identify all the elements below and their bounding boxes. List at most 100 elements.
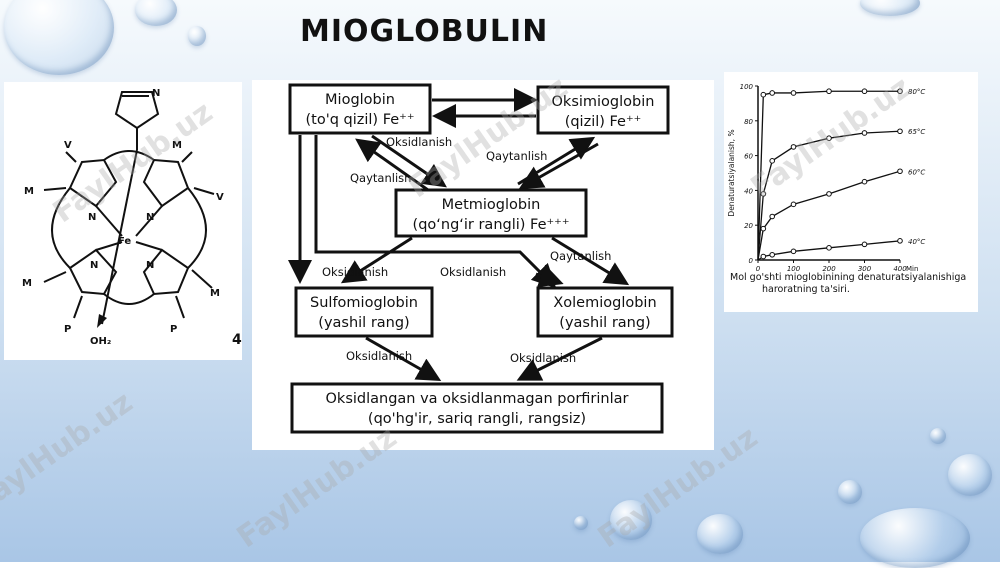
data-point xyxy=(897,238,903,244)
x-axis-label: Min xyxy=(906,265,918,272)
y-tick-label: 60 xyxy=(744,153,753,161)
porfirinlar-sublabel: (qo'hg'ir, sariq rangli, rangsiz) xyxy=(368,411,586,427)
iron-atom-label: Fe xyxy=(118,236,131,247)
slide-title: MIOGLOBULIN xyxy=(300,14,549,49)
x-tick-label: 0 xyxy=(756,265,761,272)
edge-label-oksidlanish: Oksidlanish xyxy=(386,135,452,149)
substituent-label: M xyxy=(24,186,34,197)
series-label: 40°C xyxy=(908,238,925,246)
edge-label-qaytanlish: Qaytanlish xyxy=(350,171,411,185)
metmioglobin-label: Metmioglobin xyxy=(442,197,541,213)
edge-label-oksidlanish: Oksidlanish xyxy=(322,265,388,279)
arrow-oksi-to-met xyxy=(518,142,599,189)
data-point xyxy=(826,191,832,197)
data-point xyxy=(760,91,767,98)
water-drop-decoration xyxy=(4,0,114,75)
arrow-met-to-xole xyxy=(551,236,630,286)
arrow-minor xyxy=(535,264,564,288)
water-drop-decoration xyxy=(135,0,177,26)
sulfomioglobin-node xyxy=(294,286,434,338)
y-tick-label: 100 xyxy=(740,83,754,91)
mioglobin-label: Mioglobin xyxy=(325,92,395,108)
series-label: 80°C xyxy=(908,88,925,96)
series-label: 65°C xyxy=(908,128,925,136)
data-point xyxy=(897,128,903,135)
metmioglobin-node xyxy=(394,188,588,238)
oksimioglobin-label: Oksimioglobin xyxy=(552,94,655,110)
heme-structure-panel: N V M M V N N Fe N N M M P P OH₂ 4 xyxy=(4,82,242,360)
arrow-mio-to-xole xyxy=(314,135,557,289)
oksimioglobin-node xyxy=(536,85,670,135)
data-point xyxy=(760,191,767,197)
data-point xyxy=(790,248,797,255)
data-point xyxy=(790,144,797,150)
myoglobin-flow-diagram: Mioglobin (to'q qizil) Fe⁺⁺ Oksimioglobi… xyxy=(288,83,674,434)
y-tick-label: 80 xyxy=(744,118,753,126)
x-tick-label: 200 xyxy=(822,265,836,272)
water-drop-decoration xyxy=(838,480,862,504)
xolemioglobin-sublabel: (yashil rang) xyxy=(559,315,650,331)
data-point xyxy=(769,90,776,96)
data-point xyxy=(769,158,776,164)
heme-structure-drawing: N V M M V N N Fe N N M M P P OH₂ 4 xyxy=(22,88,242,348)
porfirinlar-label: Oksidlangan va oksidlanmagan porfirinlar xyxy=(326,391,629,407)
metmioglobin-sublabel: (qo‘ng‘ir rangli) Fe⁺⁺⁺ xyxy=(413,217,570,233)
atom-label: N xyxy=(90,260,98,271)
edge-label-oksidlanish: Oksidlanish xyxy=(346,349,412,363)
data-point xyxy=(760,225,767,232)
series-label: 60°C xyxy=(908,168,925,176)
page-number-label: 4 xyxy=(232,332,242,348)
atom-label: N xyxy=(146,260,154,271)
x-tick-label: 400 xyxy=(893,265,907,272)
atom-label: N xyxy=(152,88,160,99)
arrow-mio-to-met xyxy=(371,134,447,188)
substituent-label: M xyxy=(22,278,32,289)
water-drop-decoration xyxy=(697,514,743,554)
substituent-label: V xyxy=(216,192,224,203)
porfirinlar-node xyxy=(290,382,664,434)
water-drop-decoration xyxy=(948,454,992,496)
water-drop-decoration xyxy=(610,500,652,540)
chart-caption: Mol go'shti mioglobinining denaturatsiya… xyxy=(730,272,980,296)
sulfomioglobin-label: Sulfomioglobin xyxy=(310,295,418,311)
substituent-label: M xyxy=(172,140,182,151)
arrow-xole-to-porf xyxy=(516,336,603,381)
mioglobin-node xyxy=(288,83,432,135)
data-point xyxy=(826,88,832,95)
xolemioglobin-node xyxy=(536,286,674,338)
atom-label: N xyxy=(88,212,96,223)
data-point xyxy=(790,90,797,96)
atom-label: N xyxy=(146,212,154,223)
water-drop-decoration xyxy=(574,516,588,530)
arrow-sulfo-to-porf xyxy=(365,336,442,381)
data-point xyxy=(826,245,832,251)
data-point xyxy=(861,241,868,248)
edge-label-qaytanlish: Qaytanlish xyxy=(550,249,611,263)
y-tick-label: 20 xyxy=(744,222,753,230)
data-point xyxy=(861,178,868,185)
data-point xyxy=(760,253,767,260)
y-axis-label: Denaturatsiyalanish, % xyxy=(727,129,736,216)
substituent-label: P xyxy=(170,324,177,335)
substituent-label: V xyxy=(64,140,72,151)
data-point xyxy=(769,251,776,258)
x-tick-label: 300 xyxy=(858,265,872,272)
data-point xyxy=(861,130,868,136)
data-point xyxy=(790,201,797,208)
data-point xyxy=(861,88,868,95)
substituent-label: M xyxy=(210,288,220,299)
mioglobin-sublabel: (to'q qizil) Fe⁺⁺ xyxy=(306,112,415,128)
myoglobin-flow-panel: Mioglobin (to'q qizil) Fe⁺⁺ Oksimioglobi… xyxy=(252,80,714,450)
data-point xyxy=(897,168,903,175)
water-drop-decoration xyxy=(860,0,920,16)
ligand-label: OH₂ xyxy=(90,336,111,347)
sulfomioglobin-sublabel: (yashil rang) xyxy=(318,315,409,331)
xolemioglobin-label: Xolemioglobin xyxy=(553,295,656,311)
data-point xyxy=(826,135,832,141)
y-tick-label: 40 xyxy=(744,187,753,195)
substituent-label: P xyxy=(64,324,71,335)
edge-label-oksidlanish: Oksidlanish xyxy=(440,265,506,279)
y-tick-label: 0 xyxy=(749,257,754,265)
